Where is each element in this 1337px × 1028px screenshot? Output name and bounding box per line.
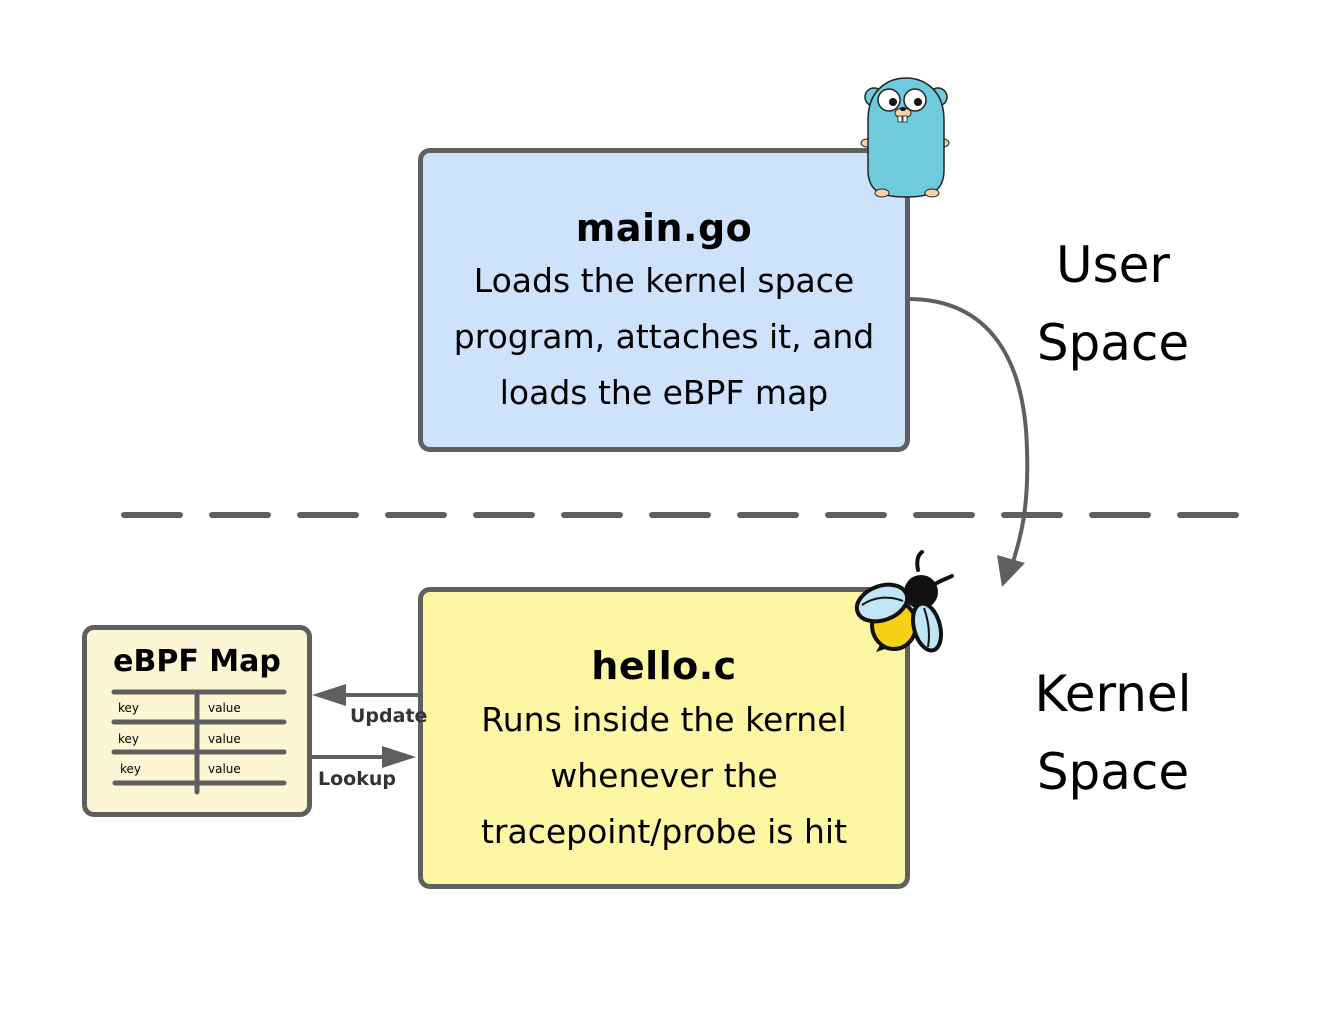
hello-c-title: hello.c [591, 644, 737, 688]
main-go-desc-3: loads the eBPF map [499, 373, 829, 412]
map-row-2-value: value [208, 732, 241, 746]
user-space-label: User Space [1003, 226, 1223, 382]
map-row-3-key: key [120, 762, 142, 776]
kernel-space-label: Kernel Space [1003, 655, 1223, 811]
ebpf-map: eBPF Map key value key value key value [82, 625, 312, 817]
map-row-1-key: key [118, 701, 140, 715]
map-row-3-value: value [208, 762, 241, 776]
update-label: Update [350, 705, 428, 727]
main-go-desc-1: Loads the kernel space [473, 261, 855, 300]
kernel-space-label-line2: Space [1036, 743, 1190, 801]
lookup-label: Lookup [318, 768, 396, 790]
user-space-label-line2: Space [1036, 314, 1190, 372]
main-go-box: main.go Loads the kernel space program, … [418, 148, 910, 452]
map-row-2-key: key [118, 732, 140, 746]
hello-c-box: hello.c Runs inside the kernel whenever … [418, 587, 910, 889]
ebpf-map-grid [111, 689, 287, 795]
load-arrow-head [997, 555, 1025, 587]
hello-c-desc-1: Runs inside the kernel [481, 700, 847, 739]
load-arrow [909, 297, 1030, 566]
hello-c-desc-2: whenever the [550, 756, 778, 795]
update-arrow-head [312, 684, 346, 706]
main-go-desc-2: program, attaches it, and [453, 317, 875, 356]
main-go-title: main.go [575, 206, 753, 250]
hello-c-desc-3: tracepoint/probe is hit [480, 812, 848, 851]
lookup-arrow-head [382, 746, 416, 768]
ebpf-map-title: eBPF Map [113, 644, 281, 679]
map-row-1-value: value [208, 701, 241, 715]
kernel-space-label-line1: Kernel [1034, 665, 1192, 723]
user-space-label-line1: User [1056, 236, 1170, 294]
